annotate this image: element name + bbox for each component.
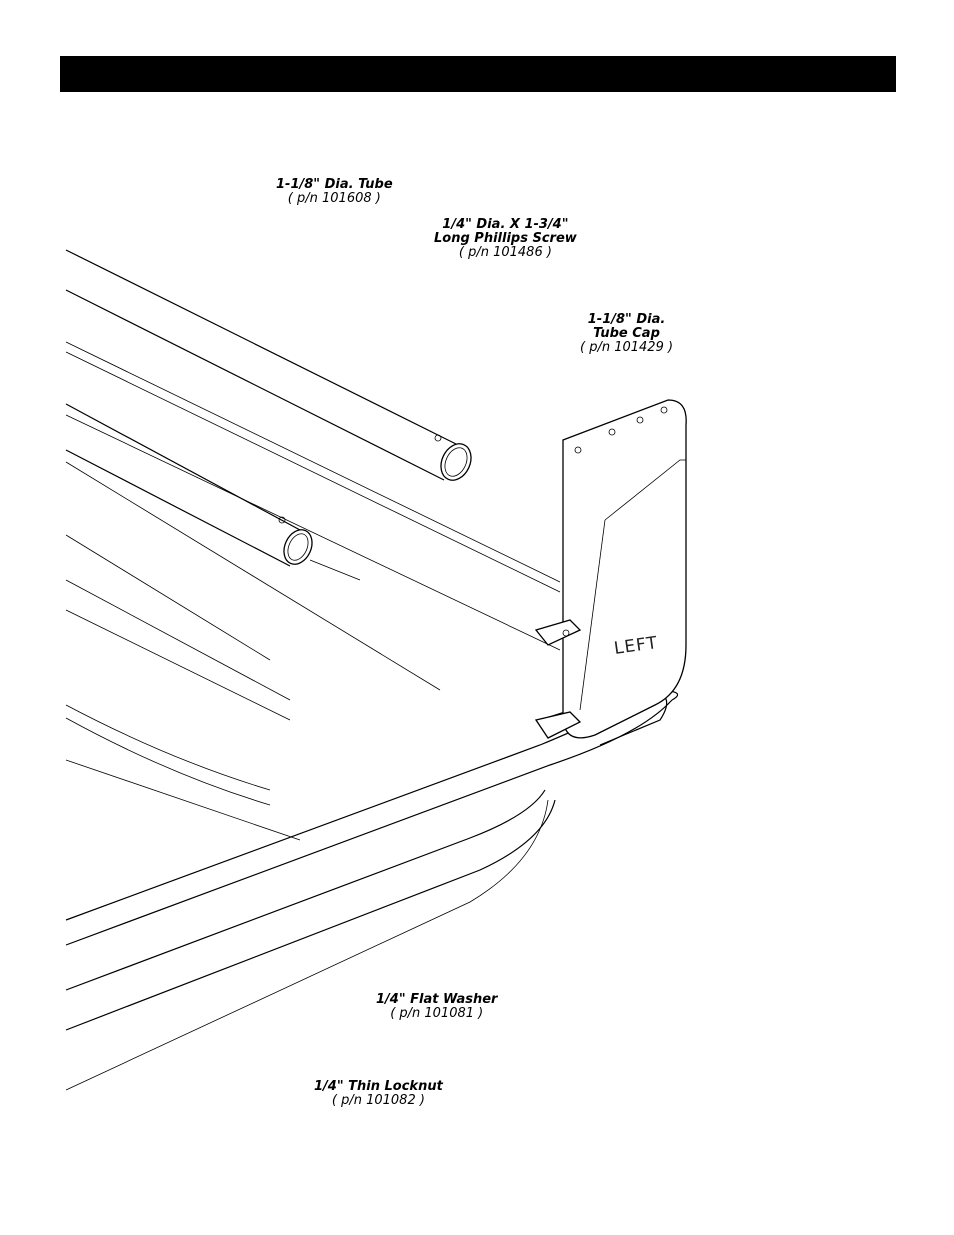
tube-part-number: ( p/n 101608 ) xyxy=(287,191,381,206)
frame-lines xyxy=(65,341,561,841)
screw-label-line2: Long Phillips Screw xyxy=(434,231,577,246)
callout-washer: 1/4" Flat Washer ( p/n 101081 ) xyxy=(376,993,497,1021)
tube-cap-label-line1: 1-1/8" Dia. xyxy=(587,312,666,327)
tube-label: 1-1/8" Dia. Tube xyxy=(276,177,393,192)
upper-tube xyxy=(65,249,472,481)
left-side-panel xyxy=(534,399,687,739)
callout-screw: 1/4" Dia. X 1-3/4" Long Phillips Screw (… xyxy=(434,218,577,260)
callout-tube: 1-1/8" Dia. Tube ( p/n 101608 ) xyxy=(276,178,393,206)
locknut-label: 1/4" Thin Locknut xyxy=(314,1079,443,1094)
callout-locknut: 1/4" Thin Locknut ( p/n 101082 ) xyxy=(314,1080,443,1108)
tube-cap-part-number: ( p/n 101429 ) xyxy=(580,340,674,355)
tube-cap-label-line2: Tube Cap xyxy=(593,326,660,341)
screw-part-number: ( p/n 101486 ) xyxy=(458,245,552,260)
header-bar xyxy=(60,56,896,92)
base-rails xyxy=(65,687,678,1091)
callout-tube-cap: 1-1/8" Dia. Tube Cap ( p/n 101429 ) xyxy=(580,313,673,355)
locknut-part-number: ( p/n 101082 ) xyxy=(331,1093,425,1108)
washer-label: 1/4" Flat Washer xyxy=(376,992,498,1007)
lower-tube xyxy=(65,403,361,581)
screw-label-line1: 1/4" Dia. X 1-3/4" xyxy=(442,217,569,232)
washer-part-number: ( p/n 101081 ) xyxy=(390,1006,484,1021)
